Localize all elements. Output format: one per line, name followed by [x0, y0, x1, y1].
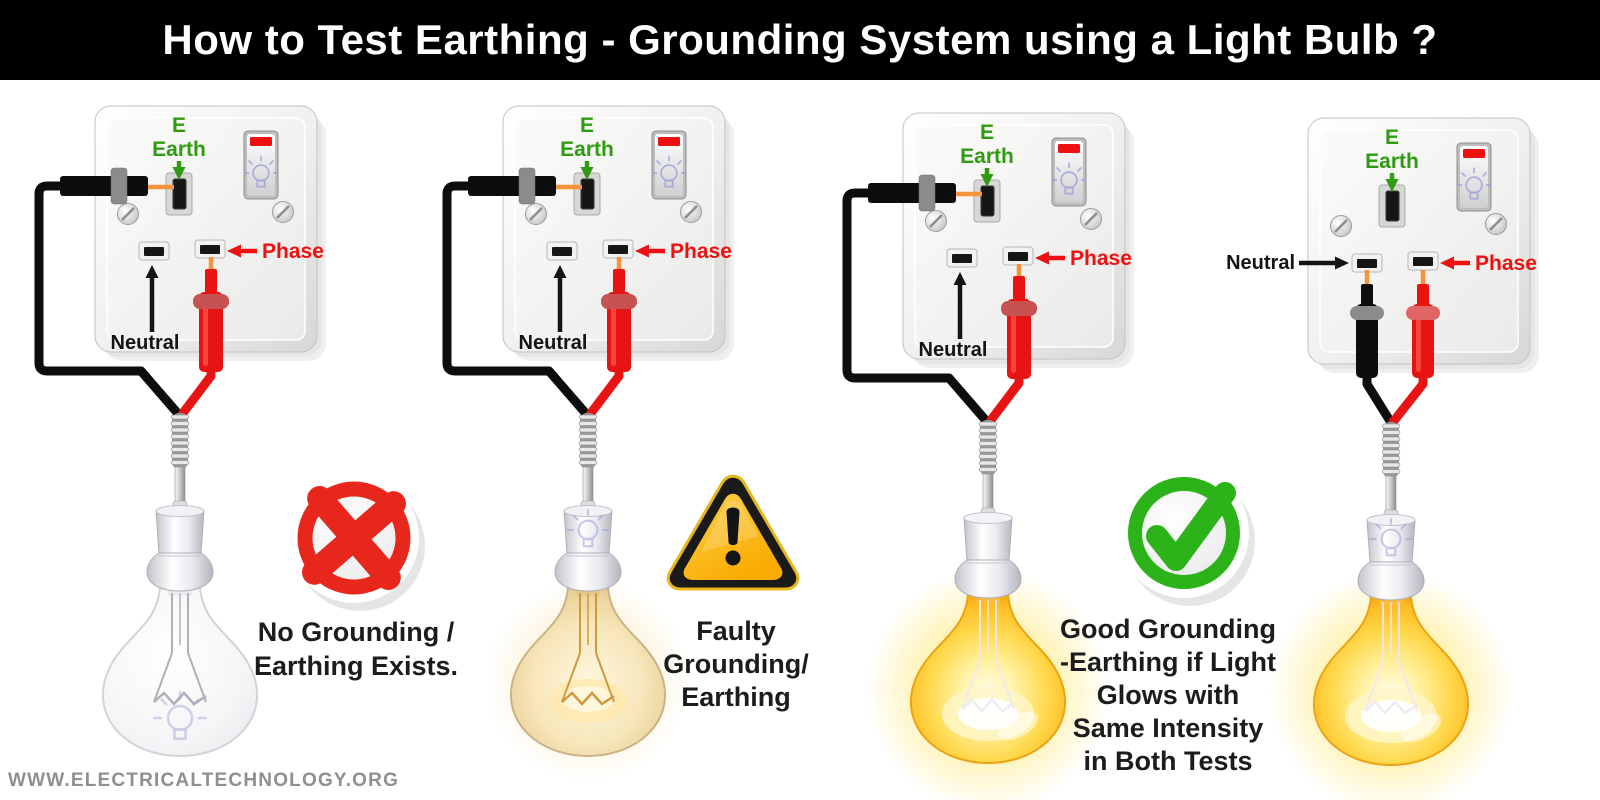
caption-line: Grounding/: [663, 649, 809, 679]
arrow-down-icon: [1385, 173, 1399, 192]
neutral-label: Neutral: [111, 332, 180, 354]
warning-icon: [666, 474, 800, 591]
panel-test-3: E Earth Phase Neutral: [842, 113, 1134, 800]
arrow-down-icon: [580, 161, 594, 180]
arrow-down-icon: [172, 161, 186, 180]
phase-label: Phase: [1070, 247, 1132, 270]
caption-line: -Earthing if Light: [1060, 647, 1276, 677]
black-probe: [1350, 270, 1384, 378]
caption-line: Faulty: [696, 616, 776, 646]
panel-test-1: E Earth Phase Neutral: [34, 106, 326, 756]
arrow-down-icon: [980, 168, 994, 187]
page-title: How to Test Earthing - Grounding System …: [162, 16, 1438, 63]
earth-label: Earth: [560, 138, 614, 161]
red-test-lead: [1388, 369, 1428, 427]
light-bulb: [103, 413, 257, 756]
arrow-up-icon: [145, 265, 159, 332]
black-probe: [60, 167, 148, 205]
caption-line: Glows with: [1096, 680, 1240, 710]
arrow-right-icon: [1299, 256, 1349, 270]
arrow-left-icon: [1440, 256, 1470, 270]
panel-test-2: E Earth Phase Neutral: [442, 106, 734, 782]
panel-caption-3: Good Grounding -Earthing if Light Glows …: [1018, 613, 1318, 778]
phase-label: Phase: [1475, 252, 1537, 275]
arrow-left-icon: [227, 244, 257, 258]
red-test-lead: [986, 370, 1024, 425]
arrow-up-icon: [953, 272, 967, 339]
panel-test-4: E Earth Phase Neutral: [1226, 118, 1539, 800]
neutral-label: Neutral: [1226, 252, 1295, 274]
arrow-up-icon: [553, 265, 567, 332]
panel-caption-2: Faulty Grounding/ Earthing: [586, 615, 886, 714]
black-test-lead: [34, 181, 185, 421]
red-probe: [193, 257, 229, 372]
earth-label: Earth: [960, 145, 1014, 168]
black-test-lead: [442, 181, 593, 421]
caption-line: in Both Tests: [1083, 746, 1253, 776]
caption-line: Earthing: [681, 682, 791, 712]
caption-line: No Grounding /: [257, 617, 455, 647]
caption-line: Same Intensity: [1072, 713, 1264, 743]
earth-label: Earth: [1365, 150, 1419, 173]
earth-letter-label: E: [172, 114, 186, 137]
phase-label: Phase: [670, 240, 732, 263]
black-test-lead: [1362, 369, 1395, 426]
earth-letter-label: E: [980, 121, 994, 144]
arrow-left-icon: [1035, 251, 1065, 265]
neutral-label: Neutral: [919, 339, 988, 361]
cross-icon: [289, 473, 425, 611]
red-probe: [601, 257, 637, 372]
red-test-lead: [178, 363, 216, 418]
check-icon: [1119, 468, 1255, 606]
earth-letter-label: E: [1385, 126, 1399, 149]
arrow-left-icon: [635, 244, 665, 258]
diagram-svg: E Earth Phase Neutral: [34, 80, 1600, 800]
earth-label: Earth: [152, 138, 206, 161]
caption-line: Good Grounding: [1060, 614, 1276, 644]
black-probe: [468, 167, 556, 205]
light-bulb: [486, 413, 690, 782]
red-probe: [1001, 264, 1037, 379]
black-probe: [868, 174, 956, 212]
red-test-lead: [586, 363, 624, 418]
panel-caption-1: No Grounding / Earthing Exists.: [206, 615, 506, 683]
black-test-lead: [842, 188, 993, 428]
earth-letter-label: E: [580, 114, 594, 137]
title-bar: How to Test Earthing - Grounding System …: [0, 0, 1600, 80]
caption-line: Earthing Exists.: [253, 651, 459, 681]
red-probe: [1406, 270, 1440, 378]
watermark: WWW.ELECTRICALTECHNOLOGY.ORG: [8, 770, 400, 791]
phase-label: Phase: [262, 240, 324, 263]
neutral-label: Neutral: [519, 332, 588, 354]
